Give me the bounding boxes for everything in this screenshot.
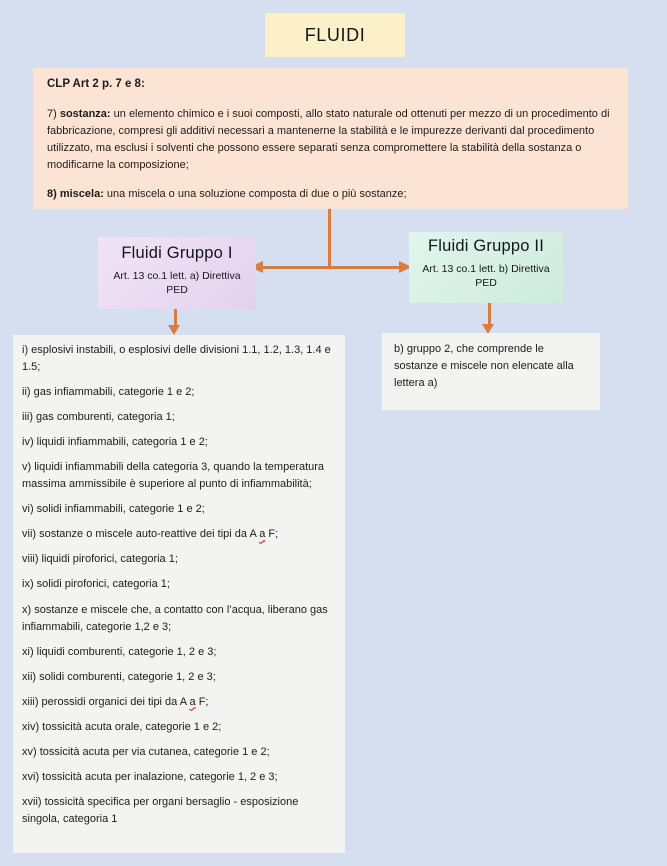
clp-heading: CLP Art 2 p. 7 e 8:	[47, 78, 145, 90]
group1-title: Fluidi Gruppo I	[121, 244, 233, 262]
list-item: x) sostanze e miscele che, a contatto co…	[22, 602, 336, 636]
page-title: FLUIDI	[304, 24, 366, 45]
group1-subtitle: Art. 13 co.1 lett. a) Direttiva PED	[113, 270, 241, 297]
list-item-text: iv) liquidi infiammabili, categoria 1 e …	[22, 436, 208, 449]
list-item: vi) solidi infiammabili, categorie 1 e 2…	[22, 501, 336, 518]
clp-p7-term: sostanza:	[59, 108, 111, 121]
list-item-text: F;	[195, 695, 209, 708]
list-item: xv) tossicità acuta per via cutanea, cat…	[22, 744, 336, 761]
list-item: xii) solidi comburenti, categorie 1, 2 e…	[22, 669, 336, 686]
clp-definition-box: CLP Art 2 p. 7 e 8: 7) sostanza: un elem…	[33, 68, 628, 209]
list-item-text: i) esplosivi instabili, o esplosivi dell…	[22, 344, 331, 374]
list-item-text: vi) solidi infiammabili, categorie 1 e 2…	[22, 503, 205, 516]
list-item-text: ix) solidi piroforici, categoria 1;	[22, 578, 170, 591]
group1-header-box: Fluidi Gruppo I Art. 13 co.1 lett. a) Di…	[98, 237, 256, 309]
list-item: vii) sostanze o miscele auto-reattive de…	[22, 526, 336, 543]
list-item-text: xiii) perossidi organici dei tipi da A	[22, 695, 190, 708]
connector-group1-line	[174, 309, 177, 327]
arrow-down-group2-icon	[482, 324, 494, 334]
list-item-text: ii) gas infiammabili, categorie 1 e 2;	[22, 386, 195, 399]
connector-horizontal-line	[262, 266, 402, 269]
list-item-text: x) sostanze e miscele che, a contatto co…	[22, 603, 328, 633]
clp-p8-term: 8) miscela:	[47, 188, 104, 201]
list-item-text: xvii) tossicità specifica per organi ber…	[22, 795, 299, 825]
clp-paragraph-7: 7) sostanza: un elemento chimico e i suo…	[47, 106, 614, 173]
misspelled-word: a	[259, 528, 266, 541]
list-item: i) esplosivi instabili, o esplosivi dell…	[22, 342, 336, 376]
list-item: xi) liquidi comburenti, categorie 1, 2 e…	[22, 644, 336, 661]
list-item-text: F;	[265, 528, 279, 541]
list-item-text: viii) liquidi piroforici, categoria 1;	[22, 553, 178, 566]
list-item: xiii) perossidi organici dei tipi da A a…	[22, 694, 336, 711]
group2-note: b) gruppo 2, che comprende le sostanze e…	[394, 343, 574, 390]
group2-subtitle: Art. 13 co.1 lett. b) Direttiva PED	[422, 263, 550, 290]
list-item-text: vii) sostanze o miscele auto-reattive de…	[22, 528, 260, 541]
list-item: ix) solidi piroforici, categoria 1;	[22, 576, 336, 593]
list-item-text: xii) solidi comburenti, categorie 1, 2 e…	[22, 670, 216, 683]
arrow-down-group1-icon	[168, 325, 180, 335]
list-item: iii) gas comburenti, categoria 1;	[22, 409, 336, 426]
title-box: FLUIDI	[265, 13, 405, 57]
clp-paragraph-8: 8) miscela: una miscela o una soluzione …	[47, 186, 614, 203]
list-item-text: iii) gas comburenti, categoria 1;	[22, 411, 175, 424]
list-item: xvi) tossicità acuta per inalazione, cat…	[22, 769, 336, 786]
connector-group2-line	[488, 303, 491, 326]
arrow-right-icon	[399, 261, 412, 273]
list-item: viii) liquidi piroforici, categoria 1;	[22, 551, 336, 568]
group2-title: Fluidi Gruppo II	[427, 237, 544, 255]
clp-p7-text: un elemento chimico e i suoi composti, a…	[47, 108, 610, 171]
clp-p8-text: una miscela o una soluzione composta di …	[103, 188, 407, 201]
list-item-text: xiv) tossicità acuta orale, categorie 1 …	[22, 720, 222, 733]
list-item-text: v) liquidi infiammabili della categoria …	[22, 461, 325, 491]
list-item-text: xi) liquidi comburenti, categorie 1, 2 e…	[22, 645, 217, 658]
group1-items-list: i) esplosivi instabili, o esplosivi dell…	[13, 335, 345, 853]
connector-vertical-line	[328, 209, 331, 267]
list-item: ii) gas infiammabili, categorie 1 e 2;	[22, 384, 336, 401]
misspelled-word: a	[189, 695, 196, 708]
list-item: iv) liquidi infiammabili, categoria 1 e …	[22, 434, 336, 451]
list-item-text: xvi) tossicità acuta per inalazione, cat…	[22, 770, 278, 783]
clp-p7-number: 7)	[47, 108, 60, 121]
list-item: xiv) tossicità acuta orale, categorie 1 …	[22, 719, 336, 736]
list-item: xvii) tossicità specifica per organi ber…	[22, 794, 336, 828]
group2-note-box: b) gruppo 2, che comprende le sostanze e…	[382, 333, 600, 410]
list-item-text: xv) tossicità acuta per via cutanea, cat…	[22, 745, 270, 758]
group2-header-box: Fluidi Gruppo II Art. 13 co.1 lett. b) D…	[409, 232, 563, 303]
list-item: v) liquidi infiammabili della categoria …	[22, 459, 336, 493]
